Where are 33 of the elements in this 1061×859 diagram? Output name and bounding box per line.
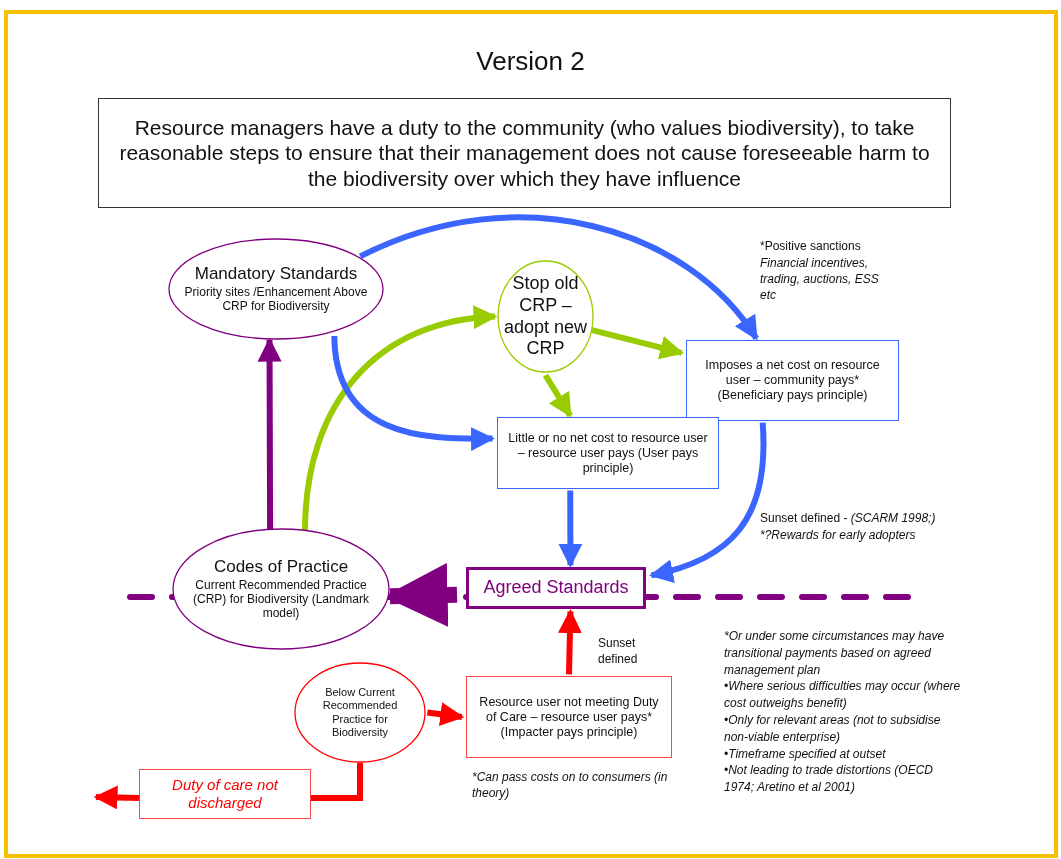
outcome-box: Duty of care not discharged <box>139 769 311 819</box>
arrow <box>426 702 465 727</box>
statement-box: Resource managers have a duty to the community (who values biodiversity), to take reasonable steps to ensure that their management does not cause foreseeable harm to the biodiversity over which they have influence <box>98 98 951 208</box>
arrow <box>257 337 282 530</box>
arrow <box>558 490 583 568</box>
arrow <box>359 214 759 341</box>
arrow <box>302 306 498 532</box>
arrow <box>331 335 495 451</box>
codes-of-practice-ellipse: Codes of Practice Current Recommended Practice (CRP) for Biodiversity (Landmark model) <box>172 528 390 650</box>
below-practice-ellipse: Below Current Recommended Practice for Biodiversity <box>294 662 426 763</box>
note-text: Sunset defined <box>598 635 639 668</box>
process-box: Resource user not meeting Duty of Care – resource user pays* (Impacter pays principle) <box>466 676 672 758</box>
adopt-crp-circle: Stop old CRP – adopt new CRP <box>497 260 594 373</box>
note-text: •Only for relevant areas (not to subsidise non-viable enterprise) <box>724 712 942 746</box>
note-text: •Where serious difficulties may occur (where cost outweighs benefit) <box>724 678 962 712</box>
diagram-title: Version 2 <box>475 46 586 77</box>
process-box: Little or no net cost to resource user – resource user pays (User pays principle) <box>497 417 719 489</box>
note-text: Financial incentives, trading, auctions, ESS etc <box>760 255 880 304</box>
note-text: *Can pass costs on to consumers (in theory) <box>472 769 669 802</box>
arrow <box>557 609 582 675</box>
note-text: *?Rewards for early adopters <box>760 527 917 544</box>
agreed-standards-box: Agreed Standards <box>466 567 646 609</box>
note-text: Sunset defined - (SCARM 1998;) <box>760 510 937 527</box>
arrow <box>93 785 140 810</box>
arrow <box>649 422 767 583</box>
arrow <box>591 327 685 360</box>
note-text: *Or under some circumstances may have transitional payments based on agreed management plan <box>724 628 946 679</box>
note-text: •Not leading to trade distortions (OECD 1974; Aretino et al 2001) <box>724 762 934 796</box>
note-text: •Timeframe specified at outset <box>724 745 887 763</box>
process-box: Imposes a net cost on resource user – community pays* (Beneficiary pays principle) <box>686 340 899 421</box>
arrow <box>542 373 573 418</box>
mandatory-standards-ellipse: Mandatory Standards Priority sites /Enhancement Above CRP for Biodiversity <box>168 238 384 340</box>
note-text: *Positive sanctions <box>760 238 862 255</box>
